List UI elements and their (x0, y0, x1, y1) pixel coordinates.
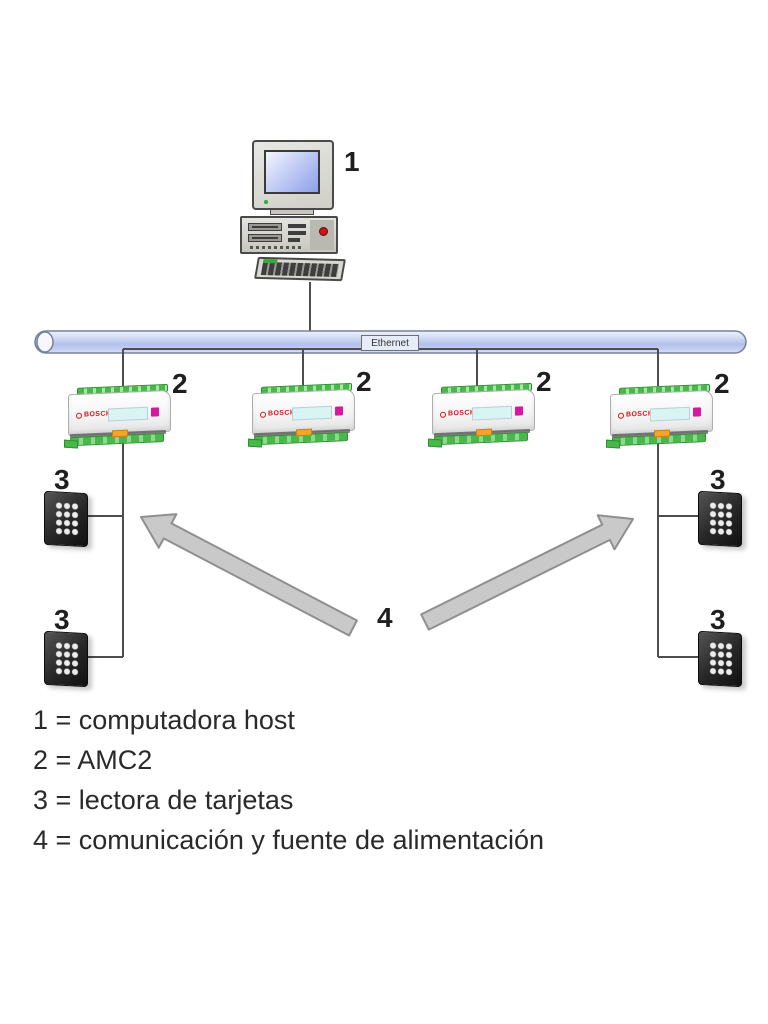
amc2-display (472, 405, 512, 421)
callout-reader: 3 (710, 464, 726, 495)
amc2-tab (476, 428, 492, 437)
callout-amc2: 2 (536, 366, 552, 397)
amc2-display (650, 406, 690, 422)
amc2-tab (296, 428, 312, 437)
ethernet-bar-end-cap (36, 331, 54, 353)
drive-bay (248, 234, 282, 242)
legend-item: 2 = AMC2 (33, 745, 153, 775)
case-vents (250, 246, 302, 249)
callout-amc2: 2 (714, 368, 730, 399)
bosch-logo: BOSCH (440, 409, 475, 418)
card-reader (698, 490, 742, 548)
keyboard-keys (260, 262, 340, 277)
amc2-controller-2: BOSCH (248, 382, 355, 448)
amc2-controller-4: BOSCH (606, 383, 713, 449)
left-reader-wires (88, 442, 124, 658)
case-slot (288, 224, 306, 228)
callout-host: 1 (344, 146, 360, 177)
amc2-display (292, 405, 332, 421)
amc2-foot (64, 439, 78, 449)
legend-item: 4 = comunicación y fuente de alimentació… (33, 825, 545, 855)
callout-amc2: 2 (172, 368, 188, 399)
legend-item: 3 = lectora de tarjetas (33, 785, 294, 815)
keypad-icon (55, 501, 79, 537)
case-slot (288, 231, 306, 235)
power-button-icon (319, 227, 328, 236)
amc2-controller-1: BOSCH (64, 383, 171, 449)
amc2-led-icon (335, 406, 343, 416)
amc2-controller-3: BOSCH (428, 382, 535, 448)
bosch-logo: BOSCH (618, 410, 653, 419)
amc2-led-icon (151, 407, 159, 417)
amc2-tab (112, 429, 128, 438)
bosch-logo-icon (76, 412, 82, 419)
card-reader (44, 630, 88, 688)
case-slot (288, 238, 300, 242)
card-reader (44, 490, 88, 548)
amc2-display (108, 406, 148, 422)
bosch-logo-icon (618, 412, 624, 419)
legend-item: 1 = computadora host (33, 705, 295, 735)
callout-reader: 3 (54, 604, 70, 635)
drive-bay (248, 223, 282, 231)
callout-reader: 3 (54, 464, 70, 495)
controller-drop-lines (122, 349, 659, 386)
card-reader (698, 630, 742, 688)
amc2-led-icon (515, 406, 523, 416)
monitor-power-led-icon (264, 200, 268, 204)
legend: 1 = computadora host 2 = AMC2 3 = lector… (33, 700, 544, 860)
callout-comm: 4 (377, 602, 393, 633)
comm-arrow-left (140, 513, 358, 637)
amc2-foot (248, 438, 262, 448)
keypad-icon (709, 501, 733, 537)
ethernet-label: Ethernet (361, 335, 419, 351)
keypad-icon (709, 641, 733, 677)
bosch-logo: BOSCH (76, 410, 111, 419)
keyboard-badge (262, 259, 278, 264)
keyboard (254, 256, 346, 282)
right-reader-wires (657, 442, 698, 658)
amc2-foot (606, 439, 620, 449)
bosch-logo-icon (440, 411, 446, 418)
amc2-tab (654, 429, 670, 438)
amc2-foot (428, 438, 442, 448)
keypad-icon (55, 641, 79, 677)
amc2-led-icon (693, 407, 701, 417)
monitor-screen (264, 150, 320, 194)
monitor-base (270, 209, 314, 215)
bosch-logo: BOSCH (260, 409, 295, 418)
callout-amc2: 2 (356, 366, 372, 397)
comm-arrow-right (420, 514, 634, 631)
host-computer (238, 138, 348, 286)
callout-reader: 3 (710, 604, 726, 635)
computer-case (240, 216, 338, 254)
monitor (252, 140, 334, 210)
bosch-logo-icon (260, 411, 266, 418)
